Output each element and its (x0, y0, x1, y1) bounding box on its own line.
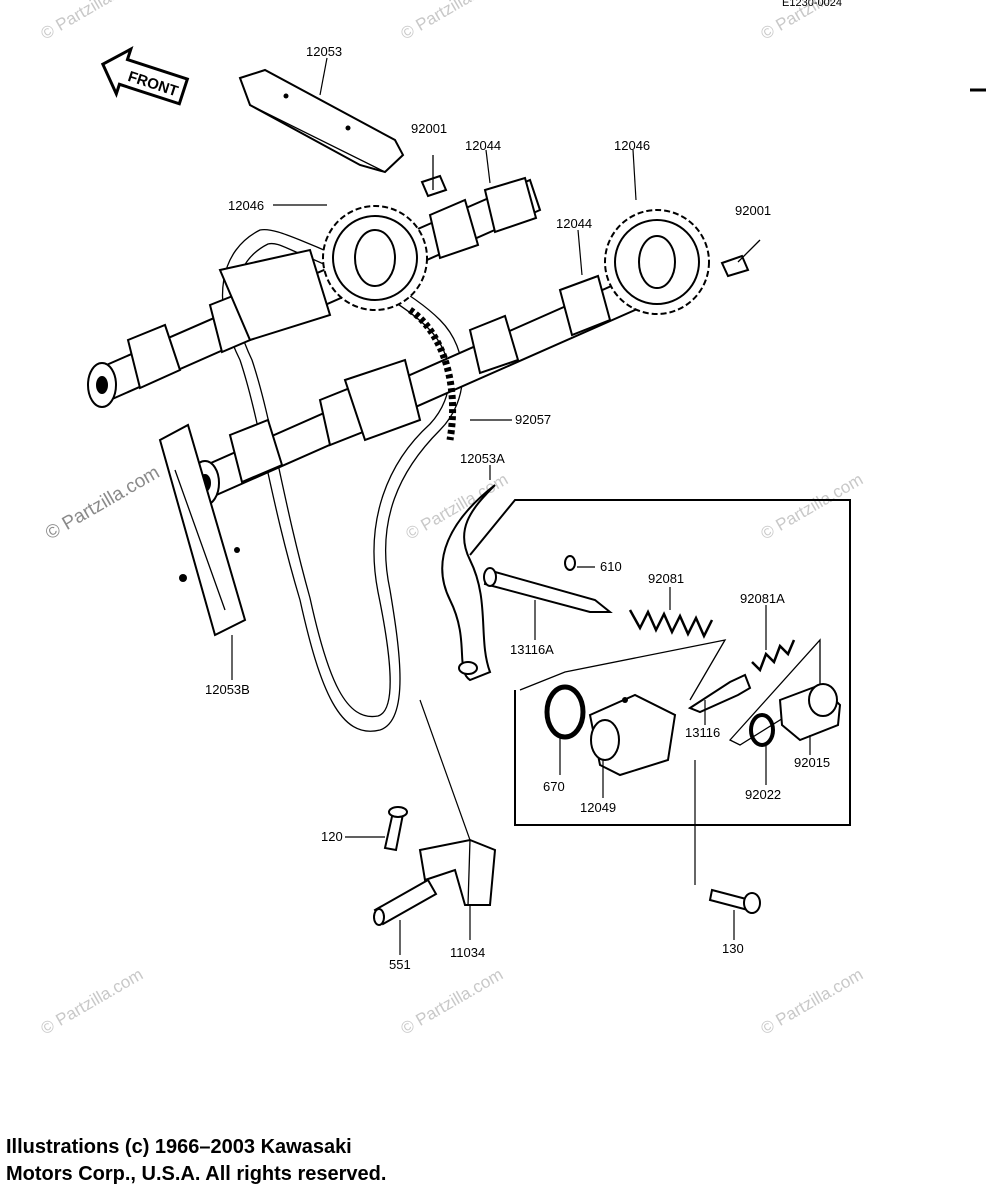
watermark: © Partzilla.com (758, 965, 867, 1039)
watermark: © Partzilla.com (42, 462, 163, 544)
part-label: 92001 (735, 203, 771, 218)
watermarks: © Partzilla.com © Partzilla.com © Partzi… (38, 0, 867, 1038)
chain-guide-upper (238, 68, 405, 174)
part-label: 92015 (794, 755, 830, 770)
part-label: 92081 (648, 571, 684, 586)
part-label: 610 (600, 559, 622, 574)
bolt-92001-left (420, 155, 448, 198)
tensioner-box (469, 499, 851, 826)
part-label: 120 (321, 829, 343, 844)
part-label: 12053 (306, 44, 342, 59)
bracket-11034 (418, 699, 497, 906)
watermark: © Partzilla.com (38, 965, 147, 1039)
leader-lines (231, 57, 811, 955)
part-label: 11034 (450, 945, 485, 960)
part-label: 92081A (740, 591, 785, 606)
part-label: 12053A (460, 451, 505, 466)
spring-92081 (628, 609, 714, 639)
part-label: 92022 (745, 787, 781, 802)
part-label: 551 (389, 957, 411, 972)
part-label: 12044 (465, 138, 501, 153)
part-label: 670 (543, 779, 565, 794)
part-label: 12044 (556, 216, 592, 231)
diagram-code: E1230-0024 (782, 0, 842, 9)
bolt-120 (383, 806, 408, 852)
part-label: 92001 (411, 121, 447, 136)
part-label: 12046 (228, 198, 264, 213)
part-label: 12049 (580, 800, 616, 815)
bolt-130 (694, 760, 761, 914)
part-label: 92057 (515, 412, 551, 427)
part-label: 12046 (614, 138, 650, 153)
cap-92015 (778, 683, 842, 742)
o-ring-670 (544, 684, 586, 740)
watermark: © Partzilla.com (38, 0, 147, 43)
spring-92081A (751, 639, 796, 673)
chain-guide-left (158, 423, 247, 637)
copyright-line-2: Motors Corp., U.S.A. All rights reserved… (6, 1163, 387, 1185)
camshaft-upper (87, 176, 542, 408)
push-rod-13116A (483, 555, 613, 613)
front-arrow-icon: FRONT (100, 46, 190, 106)
part-label: 13116 (685, 725, 720, 740)
tensioner-guide (441, 484, 496, 682)
camshaft-lower (190, 274, 637, 506)
bolt-92001-right (720, 239, 761, 278)
copyright-line-1: Illustrations (c) 1966–2003 Kawasaki (6, 1136, 352, 1158)
sprocket-left (322, 205, 428, 311)
watermark: © Partzilla.com (398, 965, 507, 1039)
tensioner-body-12049 (588, 693, 677, 777)
chain-links (407, 307, 457, 441)
watermark: © Partzilla.com (398, 0, 507, 43)
plunger-13116 (687, 673, 752, 714)
washer-92022 (749, 713, 775, 747)
part-label: 130 (722, 941, 744, 956)
sprocket-right (604, 209, 710, 315)
part-label: 13116A (510, 642, 554, 657)
pin-551 (373, 878, 438, 926)
part-labels: 12053 92001 12044 12046 12046 12044 9200… (205, 44, 830, 972)
part-label: 12053B (205, 682, 250, 697)
